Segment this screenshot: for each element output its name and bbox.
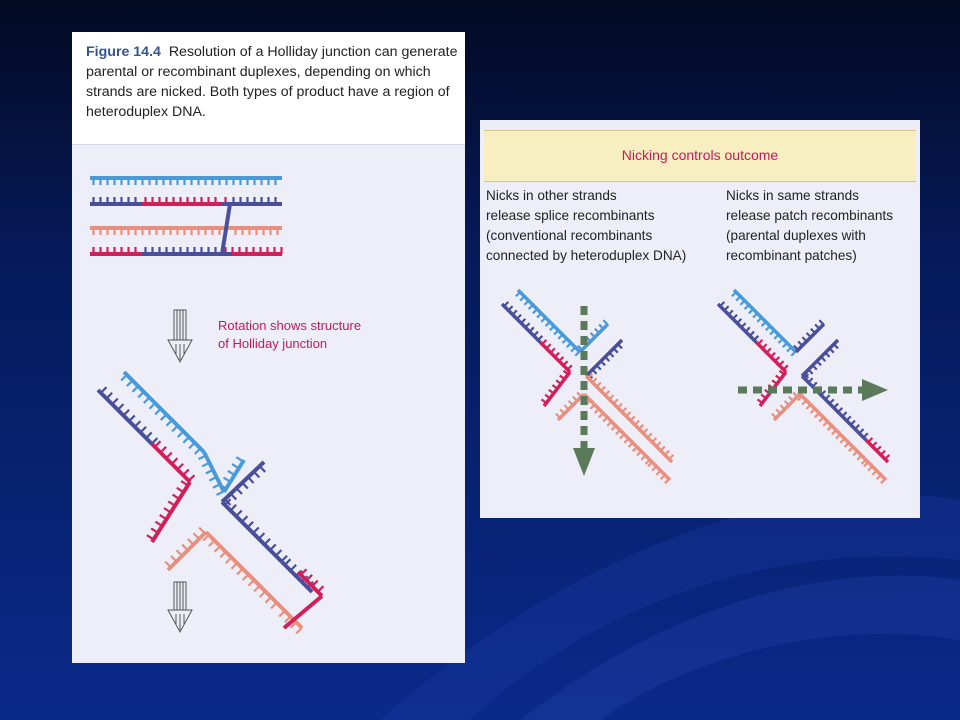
splice-note-line: connected by heteroduplex DNA) (486, 248, 687, 263)
nicking-diagrams (500, 288, 891, 485)
figure-number: Figure 14.4 (86, 44, 161, 60)
caption-box: Figure 14.4 Resolution of a Holliday jun… (72, 32, 465, 145)
rotation-label: Rotation shows structure of Holliday jun… (218, 317, 438, 353)
figure-caption: Figure 14.4 Resolution of a Holliday jun… (86, 42, 458, 122)
patch-note-line: recombinant patches) (726, 248, 857, 263)
parallel-duplexes (90, 176, 283, 256)
outcome-header: Nicking controls outcome (484, 130, 916, 182)
patch-note-line: release patch recombinants (726, 208, 893, 223)
caption-text: Resolution of a Holliday junction can ge… (86, 44, 458, 120)
patch-note: Nicks in same strands release patch reco… (726, 186, 893, 266)
cut-arrow-icon (738, 379, 888, 401)
splice-note: Nicks in other strands release splice re… (486, 186, 686, 266)
rotation-label-line1: Rotation shows structure (218, 318, 362, 333)
holliday-junction-x (96, 370, 325, 635)
down-arrow-icon (167, 309, 193, 364)
outcome-header-text: Nicking controls outcome (621, 147, 779, 163)
splice-note-line: (conventional recombinants (486, 228, 653, 243)
holliday-junction-diagram (90, 176, 325, 635)
down-arrow-icon (167, 581, 193, 634)
patch-note-line: (parental duplexes with (726, 228, 866, 243)
splice-note-line: Nicks in other strands (486, 188, 617, 203)
rotation-label-line2: of Holliday junction (218, 336, 328, 351)
figure-panel: Figure 14.4 Resolution of a Holliday jun… (72, 32, 465, 663)
cut-arrow-icon (573, 306, 595, 476)
outcome-panel: Nicking controls outcome Nicks in other … (480, 120, 920, 518)
splice-junction-x (500, 288, 675, 485)
splice-note-line: release splice recombinants (486, 208, 655, 223)
patch-junction-x (716, 288, 891, 485)
patch-note-line: Nicks in same strands (726, 188, 859, 203)
